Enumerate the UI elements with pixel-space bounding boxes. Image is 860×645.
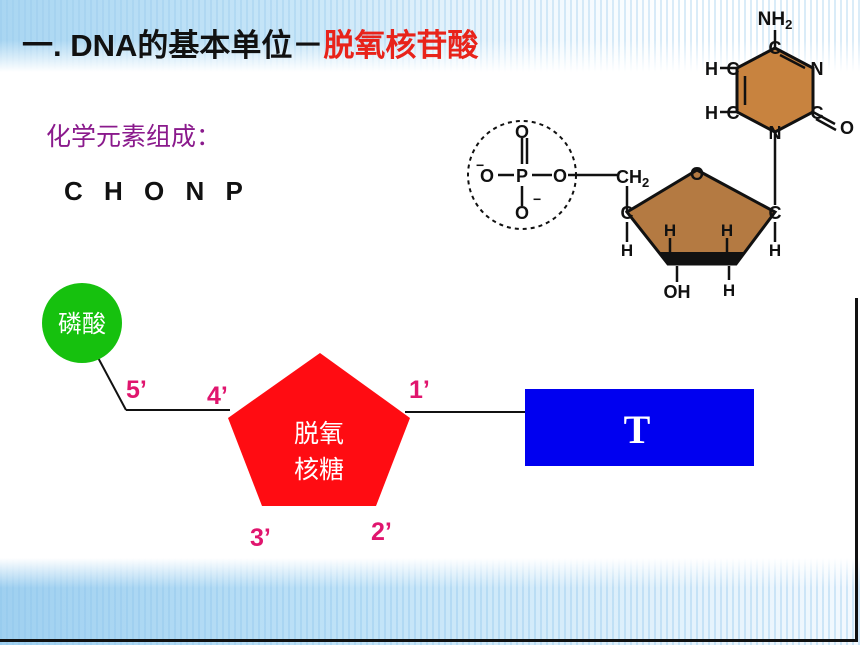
base-n1: N	[811, 59, 824, 79]
sugar-c4: C	[621, 203, 634, 223]
phos-o-top: O	[515, 122, 529, 142]
carbon-4-label: 4’	[207, 382, 228, 410]
base-n2: N	[769, 123, 782, 143]
amine-label: NH2	[758, 9, 793, 32]
carbon-2-label: 2’	[371, 518, 392, 546]
phos-p: P	[516, 166, 528, 186]
phos-o-right: O	[553, 166, 567, 186]
sugar-ring-outline	[624, 168, 778, 266]
slide-frame-right	[855, 298, 858, 640]
sugar-o: O	[690, 164, 704, 184]
base-c3: C	[769, 38, 782, 58]
sugar-ring-bold-edge	[660, 252, 744, 264]
base-label: T	[624, 407, 651, 452]
sugar-c1: C	[769, 203, 782, 223]
sugar-h2: H	[723, 281, 735, 300]
base-c1: C	[727, 59, 740, 79]
elements-list: C H O N P	[64, 176, 250, 206]
phos-minus-bottom: −	[533, 191, 541, 207]
phos-o-bottom: O	[515, 203, 529, 223]
title-prefix: 一. DNA的基本单位－	[22, 28, 324, 63]
bottom-band-fade	[0, 558, 860, 588]
elements-label: 化学元素组成：	[46, 122, 222, 151]
deoxyribose-pentagon	[228, 353, 410, 506]
carbonyl-bond	[812, 110, 836, 126]
sugar-label-line2: 核糖	[294, 455, 344, 484]
phosphate-bond-line	[94, 351, 127, 411]
top-band-fade	[0, 40, 860, 72]
slide-title: 一. DNA的基本单位－脱氧核苷酸	[22, 20, 478, 65]
sugar-h-inner-1: H	[664, 221, 676, 240]
base-c4: C	[811, 103, 824, 123]
carbon-3-label: 3’	[250, 524, 271, 552]
base-double-bond-2	[779, 53, 806, 70]
sugar-ch2: CH2	[616, 167, 649, 190]
base-h-top: H	[705, 59, 718, 79]
phosphate-circle	[42, 283, 122, 363]
slide-frame-bottom	[0, 639, 858, 642]
sugar-h4: H	[621, 241, 633, 260]
base-ring	[737, 48, 813, 132]
sugar-label-line1: 脱氧	[294, 419, 344, 448]
phosphate-label: 磷酸	[58, 310, 106, 338]
sugar-h1: H	[769, 241, 781, 260]
base-c2: C	[727, 103, 740, 123]
phos-o-left: O	[480, 166, 494, 186]
base-h-mid: H	[705, 103, 718, 123]
base-rectangle	[525, 389, 754, 466]
phos-minus-left: −	[476, 157, 484, 173]
sugar-oh: OH	[664, 282, 691, 302]
carbon-5-label: 5’	[126, 376, 147, 404]
carbon-1-label: 1’	[409, 376, 430, 404]
base-carbonyl-o: O	[840, 118, 854, 138]
title-highlight: 脱氧核苷酸	[323, 28, 479, 63]
carbonyl-bond-2	[815, 117, 837, 132]
sugar-h-inner-2: H	[721, 221, 733, 240]
